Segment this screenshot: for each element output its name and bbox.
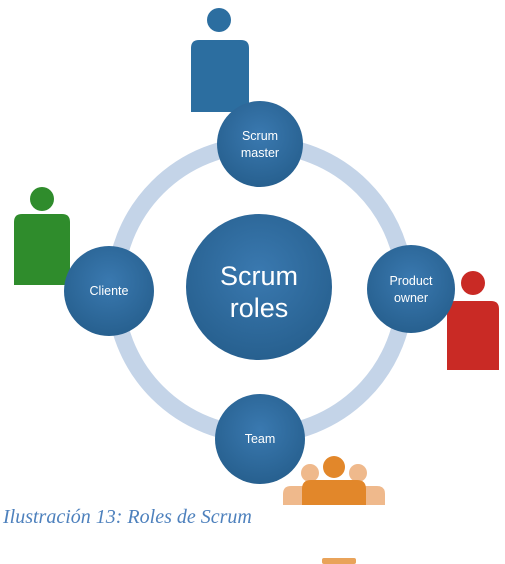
node-team: Team <box>215 394 305 484</box>
team-people-icon <box>283 456 385 505</box>
product-owner-person-icon <box>447 271 499 370</box>
scrum-master-label-line2: master <box>241 146 279 160</box>
scrum-master-person-icon <box>191 8 249 112</box>
cliente-label: Cliente <box>90 284 129 298</box>
cliente-person-icon <box>14 187 70 285</box>
scrum-roles-diagram: Scrum roles Scrum master Cliente Product… <box>14 8 499 505</box>
node-cliente: Cliente <box>64 246 154 336</box>
node-product-owner: Product owner <box>367 245 455 333</box>
team-label: Team <box>245 432 276 446</box>
node-scrum-master: Scrum master <box>217 101 303 187</box>
image-crop-artifact <box>322 558 356 564</box>
center-node-scrum-roles: Scrum roles <box>186 214 332 360</box>
product-owner-label-line2: owner <box>394 291 428 305</box>
center-label-line1: Scrum <box>220 261 298 291</box>
product-owner-label-line1: Product <box>389 274 433 288</box>
scrum-master-label-line1: Scrum <box>242 129 278 143</box>
center-label-line2: roles <box>230 293 289 323</box>
figure-caption: Ilustración 13: Roles de Scrum <box>3 506 252 528</box>
